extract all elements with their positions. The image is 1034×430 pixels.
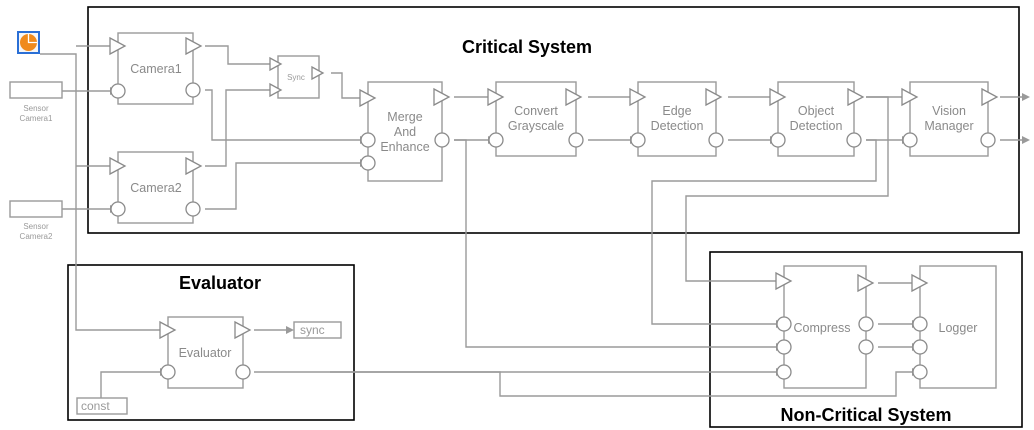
const-tag[interactable]: const	[76, 397, 128, 415]
camera1-label: Camera1	[130, 62, 181, 76]
edge-label-2: Detection	[651, 119, 704, 133]
sensor-camera2-label-2: Camera2	[20, 232, 53, 241]
sensor-camera1[interactable]: Sensor Camera1	[9, 81, 63, 123]
sync-label: Sync	[287, 73, 305, 82]
object-label-2: Detection	[790, 119, 843, 133]
sensor-camera1-label-1: Sensor	[23, 104, 49, 113]
sync-block[interactable]: Sync	[277, 55, 320, 99]
compress-label: Compress	[794, 321, 851, 335]
convert-label-2: Grayscale	[508, 119, 564, 133]
camera2-block[interactable]: Camera2	[117, 151, 194, 224]
non-critical-system-region	[709, 251, 1023, 428]
object-detection-block[interactable]: Object Detection	[777, 81, 855, 157]
vision-manager-block[interactable]: Vision Manager	[909, 81, 989, 157]
merge-block[interactable]: Merge And Enhance	[367, 81, 443, 182]
sensor-camera2[interactable]: Sensor Camera2	[9, 200, 63, 241]
object-label-1: Object	[798, 104, 835, 118]
convert-label-1: Convert	[514, 104, 558, 118]
sensor-camera1-label-2: Camera1	[20, 114, 53, 123]
critical-system-title: Critical System	[462, 37, 592, 57]
non-critical-system-title: Non-Critical System	[780, 405, 951, 425]
convert-grayscale-block[interactable]: Convert Grayscale	[495, 81, 577, 157]
vision-label-1: Vision	[932, 104, 966, 118]
merge-label-3: Enhance	[380, 140, 429, 154]
evaluator-label: Evaluator	[179, 346, 232, 360]
wires	[40, 45, 1022, 398]
data-ports	[110, 82, 996, 380]
critical-system-region	[87, 6, 1020, 234]
vision-label-2: Manager	[924, 119, 973, 133]
merge-label-2: And	[394, 125, 416, 139]
camera2-label: Camera2	[130, 181, 181, 195]
const-tag-label: const	[81, 399, 110, 413]
edge-label-1: Edge	[662, 104, 691, 118]
logger-label: Logger	[939, 321, 978, 335]
clock-icon[interactable]	[17, 31, 40, 54]
logger-block[interactable]: Logger	[919, 265, 997, 389]
sync-tag-label: sync	[300, 323, 325, 337]
camera1-block[interactable]: Camera1	[117, 32, 194, 105]
compress-block[interactable]: Compress	[783, 265, 867, 389]
trigger-ports	[109, 36, 999, 340]
evaluator-title: Evaluator	[179, 273, 261, 293]
evaluator-region	[67, 264, 355, 421]
edge-detection-block[interactable]: Edge Detection	[637, 81, 717, 157]
sync-tag[interactable]: sync	[293, 321, 342, 339]
evaluator-block[interactable]: Evaluator	[167, 316, 244, 389]
sensor-camera2-label-1: Sensor	[23, 222, 49, 231]
merge-label-1: Merge	[387, 110, 422, 124]
